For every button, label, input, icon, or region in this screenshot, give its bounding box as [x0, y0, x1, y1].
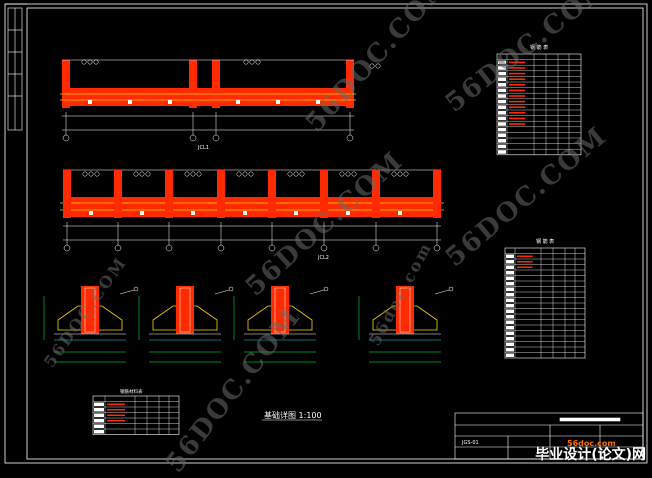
table-3-title: 钢筋材料表	[120, 388, 143, 395]
column-stub	[433, 170, 441, 218]
detail-title: 基础详图 1:100	[264, 410, 322, 420]
table-2-title: 钢 筋 表	[536, 238, 554, 245]
rebar-table-3	[92, 395, 180, 435]
beam-plan-2	[60, 169, 444, 252]
footing-detail	[233, 286, 329, 363]
cad-drawing-canvas: JCL1 JCL2 基础详图 1:100 钢 筋 表 钢 筋 表 钢筋材料表 J…	[4, 3, 648, 464]
column-stub	[217, 170, 225, 218]
column-stub	[372, 170, 380, 218]
rebar-table-2	[504, 247, 586, 359]
column-stub	[268, 170, 276, 218]
column-stub	[165, 170, 173, 218]
rebar-table-1	[496, 53, 582, 156]
plan-2-label: JCL2	[317, 255, 329, 261]
foundation-details	[43, 286, 454, 363]
site-domain: 56doc.com	[567, 439, 616, 448]
column-stub	[114, 170, 122, 218]
plan-1-label: JCL1	[197, 145, 209, 151]
column-stub	[320, 170, 328, 218]
site-brand-label: 毕业设计(论文)网	[535, 447, 646, 463]
beam-plan-1	[60, 59, 381, 142]
footing-detail	[138, 286, 234, 363]
title-block-code: JGS-01	[461, 440, 479, 446]
title-block	[454, 412, 644, 460]
drawing-frame	[4, 3, 648, 464]
footing-detail	[43, 286, 139, 363]
column-stub	[63, 170, 71, 218]
binding-strip	[7, 7, 23, 131]
footing-detail	[358, 286, 454, 363]
table-1-title: 钢 筋 表	[530, 44, 548, 51]
